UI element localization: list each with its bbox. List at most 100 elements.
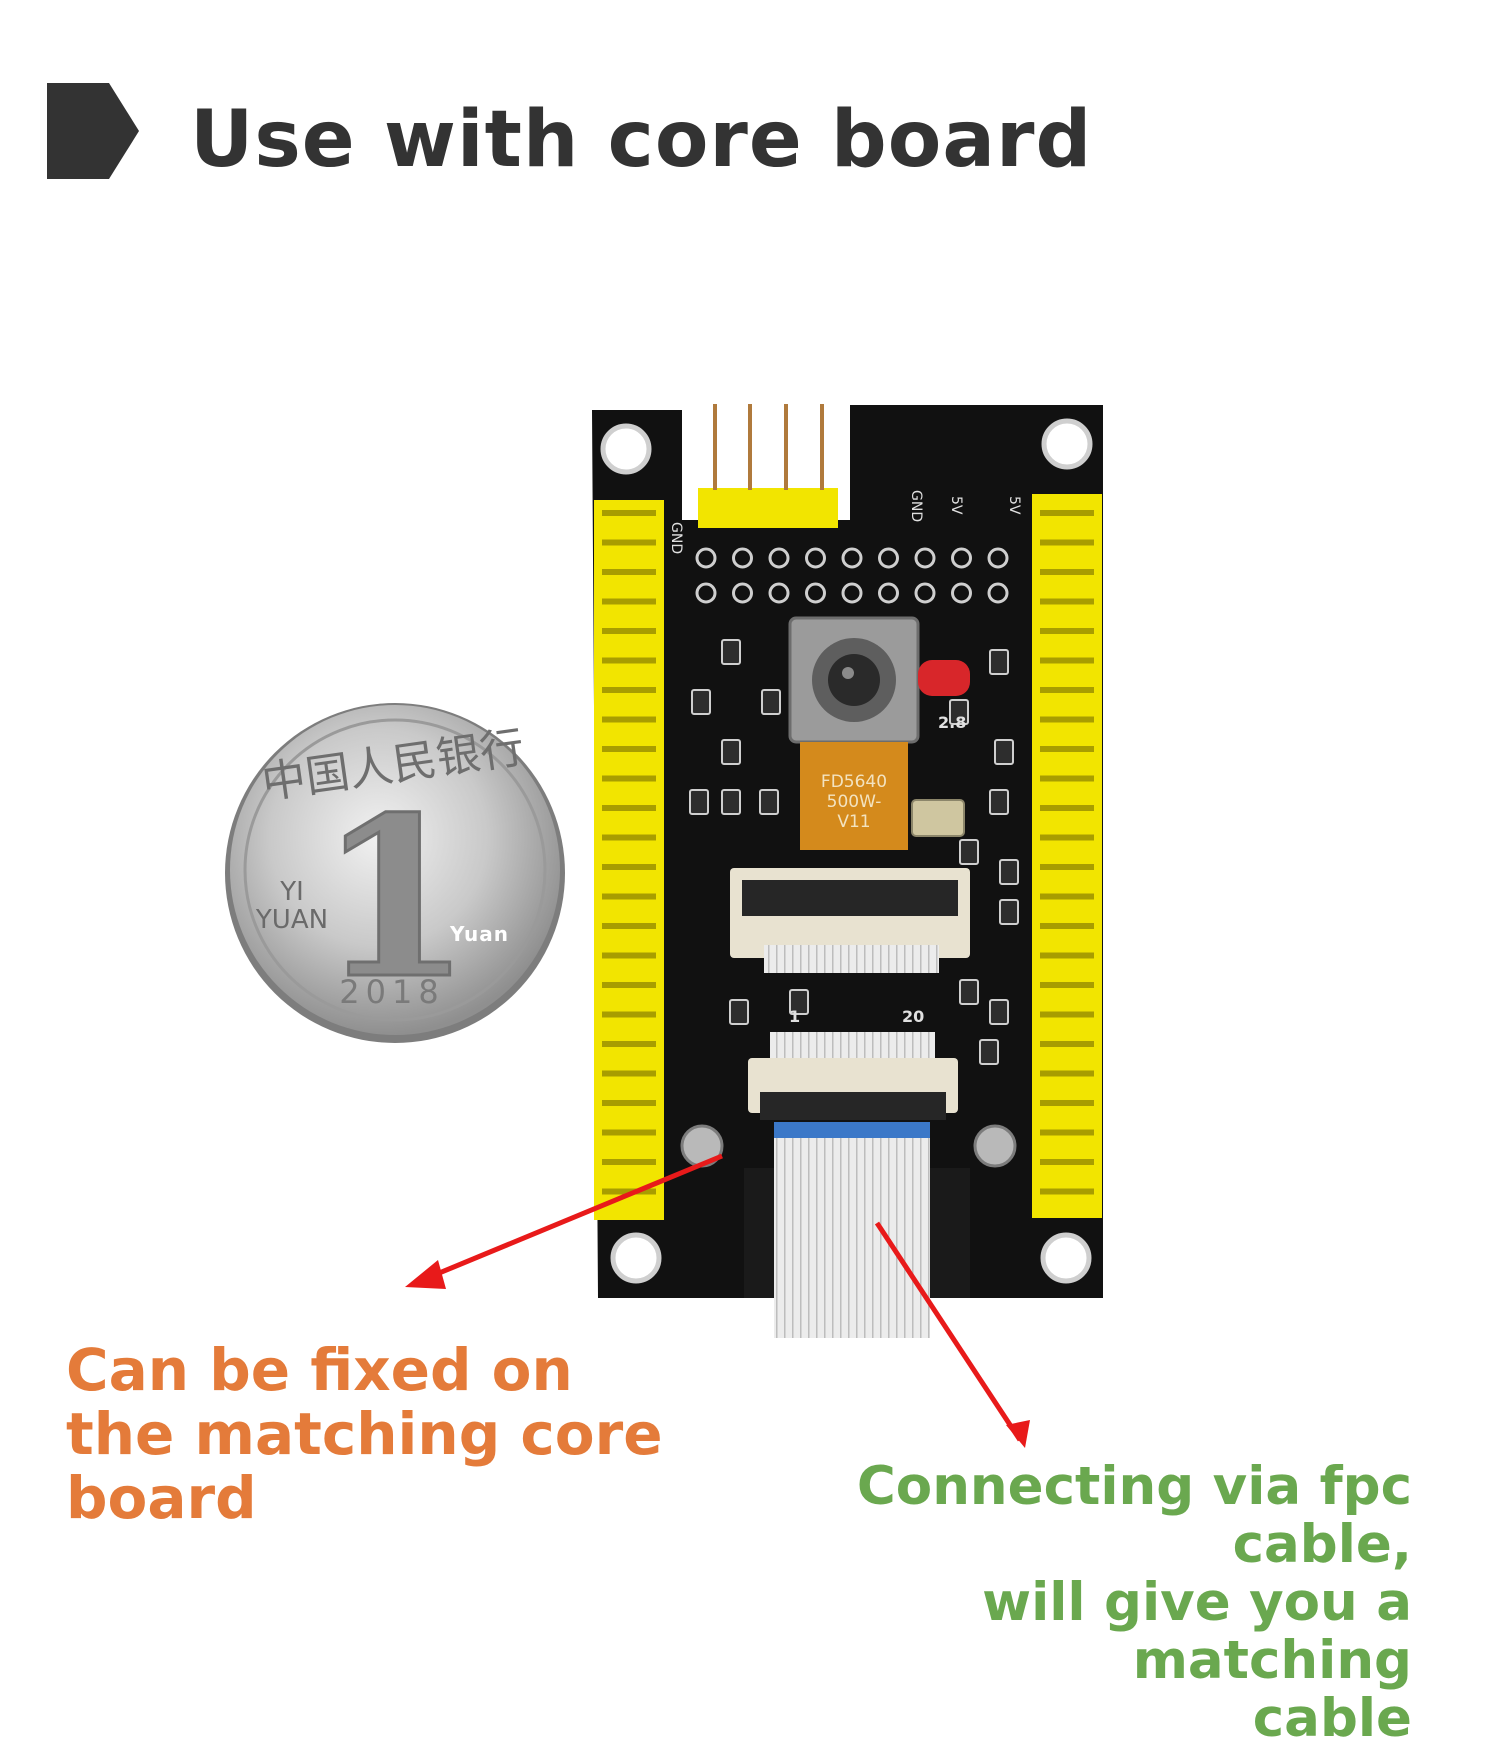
through-hole [768, 547, 790, 569]
coin-image: 中国人民银行 1 YI YUAN 2018 [225, 703, 565, 1043]
smd-component [721, 789, 741, 815]
header-pin [602, 687, 656, 693]
header-pin [602, 952, 656, 959]
header-pin [1040, 1100, 1094, 1106]
through-hole [732, 582, 753, 604]
through-hole [878, 547, 899, 569]
smd-component [759, 789, 779, 815]
coin-year: 2018 [339, 973, 444, 1011]
header-pin [602, 510, 656, 516]
arrow-left [405, 1153, 723, 1289]
through-hole [951, 547, 972, 569]
smd-component [949, 699, 969, 725]
caption-right-line1: Connecting via fpc cable, [700, 1458, 1412, 1574]
fpc-connector-lower [748, 1032, 958, 1120]
through-hole [987, 547, 1009, 569]
camera-label-line1: FD5640 [821, 772, 887, 792]
through-hole [695, 582, 717, 604]
header-pin [602, 1041, 656, 1047]
header-pin [1040, 923, 1094, 929]
header-pin [1040, 539, 1094, 546]
top-pin-header [698, 404, 838, 528]
header-pin [602, 598, 656, 605]
through-hole [914, 582, 936, 604]
header-pin [1040, 716, 1094, 723]
camera-module: FD5640 500W- V11 [788, 616, 920, 850]
pin-label-20: 20 [902, 1007, 924, 1026]
through-hole [805, 547, 826, 569]
header-pin [1040, 1188, 1094, 1195]
header-pin [602, 746, 656, 752]
header-pin [1040, 628, 1094, 634]
header-pin [1040, 598, 1094, 605]
header-pin [602, 982, 656, 988]
camera-label-line2: 500W- [827, 792, 882, 812]
header-pin [1040, 687, 1094, 693]
caption-right: Connecting via fpc cable, will give you … [700, 1458, 1412, 1748]
fpc-ribbon-cable [774, 1122, 930, 1338]
through-hole [695, 547, 717, 569]
header-pin [602, 1129, 656, 1136]
through-hole [841, 582, 863, 604]
header-pin [602, 893, 656, 900]
caption-right-comma: , [1391, 1514, 1412, 1575]
header-pin [1040, 834, 1094, 841]
header-pin [1040, 805, 1094, 811]
header-pin [602, 834, 656, 841]
header-pin [602, 628, 656, 634]
coin-pinyin-line1: YI [279, 877, 304, 907]
header-pin [602, 1188, 656, 1195]
red-led [918, 660, 970, 696]
smd-component [689, 789, 709, 815]
smd-component [994, 739, 1014, 765]
smd-component [999, 899, 1019, 925]
page-title: Use with core board [190, 95, 1093, 185]
watermark-label: Yuan [450, 922, 509, 946]
left-pin-header [594, 500, 664, 1220]
coin-pinyin-line2: YUAN [255, 905, 328, 935]
fpc-connector-upper [730, 868, 970, 973]
through-hole [841, 547, 863, 569]
smd-component [729, 999, 749, 1025]
header-pin [602, 1100, 656, 1106]
coin-numeral: 1 [318, 768, 471, 1027]
silk-gnd-right: GND [908, 490, 924, 522]
header-pin [1040, 893, 1094, 900]
header-pin [1040, 775, 1094, 782]
header-pin [1040, 1159, 1094, 1165]
screw-right [973, 1124, 1017, 1168]
right-pin-header [1032, 494, 1102, 1218]
header-pin [602, 1011, 656, 1018]
voltage-label: 2.8 [938, 713, 966, 732]
header-pin [1040, 1041, 1094, 1047]
camera-board: GND GND 5V 5V FD5640 500W- V11 2.8 1 [592, 404, 1103, 1298]
smd-component [989, 789, 1009, 815]
section-marker-icon [47, 83, 139, 179]
header-pin [1040, 1129, 1094, 1136]
header-pin [602, 775, 656, 782]
header-pin [1040, 746, 1094, 752]
caption-right-line1-text: Connecting via fpc cable [856, 1456, 1412, 1575]
through-hole [768, 582, 790, 604]
smd-component [999, 859, 1019, 885]
smd-component [721, 639, 741, 665]
smd-component [761, 689, 781, 715]
smd-component [959, 839, 979, 865]
through-hole [987, 582, 1009, 604]
caption-right-line3: cable [1252, 1688, 1412, 1749]
through-hole [951, 582, 972, 604]
silk-gnd-left: GND [668, 522, 684, 554]
smd-component [989, 999, 1009, 1025]
header-pin [1040, 982, 1094, 988]
caption-left: Can be fixed on the matching core board [66, 1336, 663, 1532]
product-photo: 中国人民银行 1 YI YUAN 2018 [225, 404, 1103, 1448]
header: Use with core board [0, 0, 1500, 260]
silk-5v-1: 5V [948, 496, 964, 515]
through-hole [732, 547, 753, 569]
header-pin [602, 1070, 656, 1077]
smd-component [721, 739, 741, 765]
caption-right-line2: will give you a matching [982, 1572, 1412, 1691]
header-pin [1040, 569, 1094, 575]
header-pin [1040, 657, 1094, 664]
header-pin [1040, 510, 1094, 516]
